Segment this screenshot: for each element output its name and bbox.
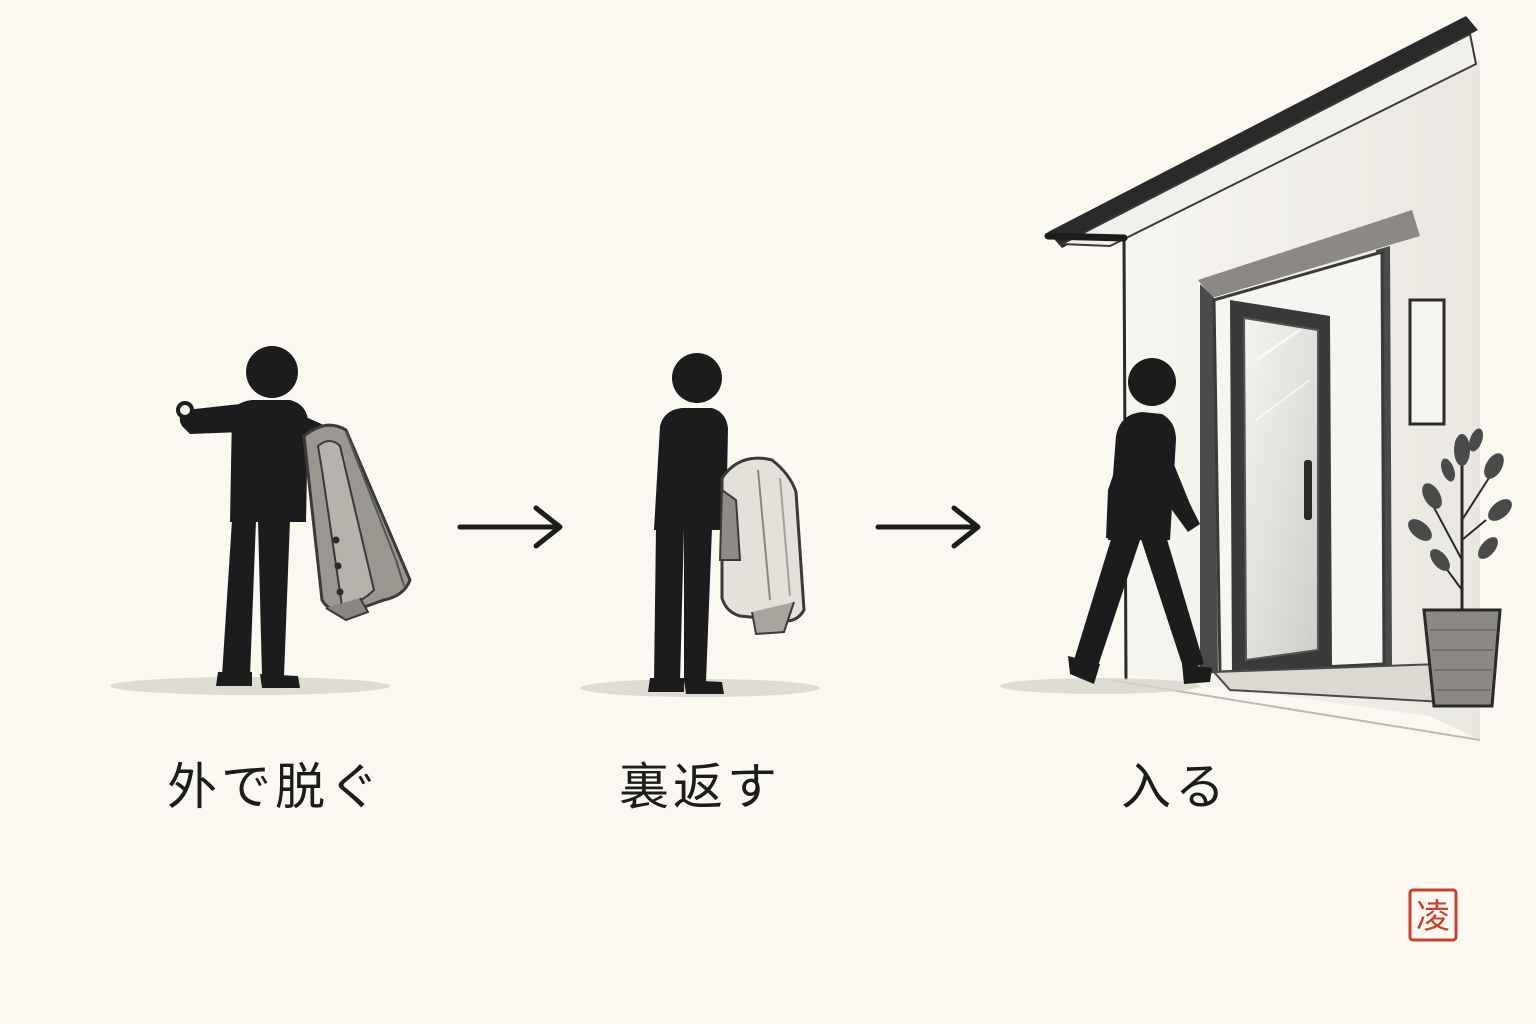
ground-shadow: [1000, 678, 1200, 694]
arrow-right-icon: [875, 505, 981, 549]
step-1-figure: [110, 346, 412, 695]
person-arm: [1106, 432, 1140, 540]
person-leg-right: [258, 520, 290, 676]
coat: [302, 423, 412, 622]
step-1-label: 外で脱ぐ: [167, 758, 383, 816]
red-seal-stamp: 凌: [1408, 888, 1458, 942]
coat-inside-out: [718, 456, 806, 636]
house: [1044, 16, 1512, 741]
seal-glyph: 凌: [1416, 897, 1450, 937]
arrow-right-icon: [457, 505, 563, 549]
house-roof: [1048, 16, 1478, 248]
step-3-label: 入る: [1121, 758, 1229, 816]
step-3-figure: [1000, 358, 1212, 694]
step-2-label: 裏返す: [619, 758, 781, 816]
person-arm-extended: [179, 404, 242, 434]
person-torso: [230, 400, 308, 522]
door-handle[interactable]: [1304, 460, 1312, 520]
wall-lamp: [1408, 298, 1446, 426]
step-2-figure: [580, 353, 820, 697]
door-open[interactable]: [1230, 300, 1332, 676]
person-leg-right: [684, 528, 712, 682]
person-head: [672, 353, 722, 403]
person-leg-left: [654, 528, 684, 682]
potted-plant: [1408, 428, 1512, 708]
person-head: [1128, 358, 1176, 406]
person-leg-back: [1074, 536, 1140, 666]
person-head: [246, 346, 298, 398]
person-leg-left: [222, 520, 256, 676]
person-leg-front: [1140, 536, 1204, 670]
